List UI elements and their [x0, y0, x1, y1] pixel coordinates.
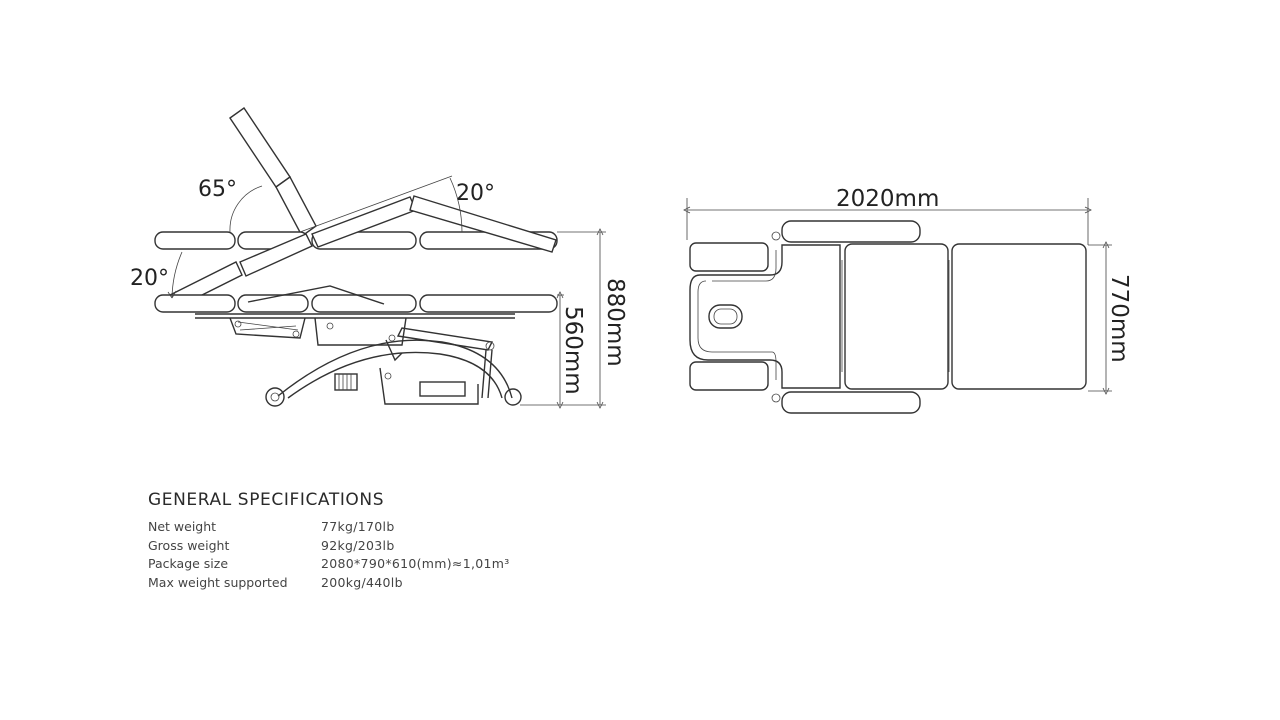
arc-base: [265, 339, 522, 407]
angle-arc-20-leg: [449, 177, 463, 233]
spec-value: 77kg/170lb: [321, 519, 395, 534]
width-label: 770mm: [1106, 274, 1132, 363]
angle-label-back: 65°: [198, 177, 237, 202]
head-section: [689, 244, 841, 389]
height-max-label: 880mm: [602, 278, 628, 367]
top-view: 2020mm 770mm: [683, 186, 1132, 414]
height-dimensions: [520, 228, 606, 409]
spec-label: Gross weight: [148, 537, 230, 553]
arm-rests: [689, 220, 921, 414]
spec-row-package-size: Package size 2080*790*610(mm)≈1,01m³: [148, 555, 568, 574]
spec-row-net-weight: Net weight 77kg/170lb: [148, 518, 568, 537]
back-rest-raised: [229, 107, 317, 238]
leg-rest-raised: [299, 175, 557, 253]
flat-lower-pads: [154, 285, 558, 313]
spec-value: 2080*790*610(mm)≈1,01m³: [321, 556, 510, 571]
angle-label-seat: 20°: [130, 266, 169, 291]
spec-value: 92kg/203lb: [321, 537, 395, 553]
side-view: 65° 20° 20° 880mm 560mm: [130, 107, 628, 409]
spec-value: 200kg/440lb: [321, 574, 403, 590]
angle-label-leg: 20°: [456, 181, 495, 206]
height-min-label: 560mm: [560, 306, 586, 395]
length-dimension: [683, 198, 1092, 245]
spec-label: Net weight: [148, 519, 217, 534]
spec-label: Package size: [148, 556, 229, 571]
angle-arc-20-seat: [171, 251, 183, 299]
body-pads: [841, 243, 1087, 390]
general-specifications: GENERAL SPECIFICATIONS Net weight 77kg/1…: [148, 490, 568, 592]
angle-arc-65: [229, 185, 263, 233]
specs-title: GENERAL SPECIFICATIONS: [148, 490, 385, 510]
mechanism: [229, 317, 495, 399]
spec-label: Max weight supported: [148, 574, 288, 590]
width-dimension: [1088, 241, 1112, 395]
spec-row-max-weight: Max weight supported 200kg/440lb: [148, 574, 568, 593]
spec-row-gross-weight: Gross weight 92kg/203lb: [148, 537, 568, 556]
length-label: 2020mm: [836, 186, 939, 212]
